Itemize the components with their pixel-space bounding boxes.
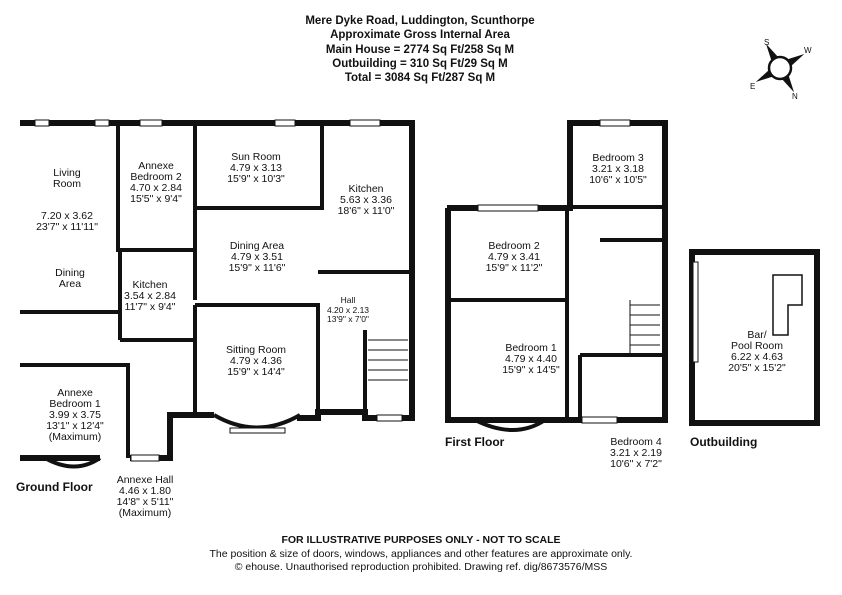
annexe-bedroom-bay [44, 456, 102, 469]
outbuilding-area: Outbuilding = 310 Sq Ft/29 Sq M [332, 57, 508, 70]
area-subtitle: Approximate Gross Internal Area [330, 29, 510, 42]
bar-counter [772, 274, 803, 336]
compass-icon: S W E N [748, 36, 812, 101]
compass-w: W [804, 46, 812, 55]
address-title: Mere Dyke Road, Luddington, Scunthorpe [305, 15, 535, 27]
room-bedroom-3: Bedroom 3 3.21 x 3.18 10'6" x 10'5" [589, 153, 647, 186]
room-annexe-bedroom-2: Annexe Bedroom 2 4.70 x 2.84 15'5" x 9'4… [130, 161, 182, 205]
room-name: Dining [55, 267, 85, 279]
room-imperial: 20'5" x 15'2" [728, 362, 786, 374]
outbuilding-wall [689, 249, 820, 426]
room-metric: 4.79 x 3.13 [230, 162, 282, 174]
room-bedroom-4: Bedroom 4 3.21 x 2.19 10'6" x 7'2" [610, 437, 662, 470]
room-hall: Hall 4.20 x 2.13 13'9" x 7'0" [326, 295, 370, 325]
room-imperial: 10'6" x 10'5" [589, 174, 647, 186]
room-metric: 3.99 x 3.75 [49, 409, 101, 421]
sitting-room-bay [212, 413, 302, 430]
plan-header: Mere Dyke Road, Luddington, Scunthorpe A… [220, 14, 620, 85]
room-metric: 6.22 x 4.63 [731, 351, 783, 363]
room-imperial: 15'9" x 14'5" [502, 364, 560, 376]
room-name: Room [52, 178, 81, 190]
first-floor-title: First Floor [445, 435, 505, 449]
room-imperial: 15'9" x 11'2" [485, 262, 543, 274]
room-metric: 4.46 x 1.80 [119, 485, 171, 497]
outbuilding-title: Outbuilding [690, 435, 758, 449]
room-annexe-bedroom-1: Annexe Bedroom 1 3.99 x 3.75 13'1" x 12'… [46, 388, 104, 443]
room-name: Kitchen [132, 279, 168, 291]
room-imperial: 13'9" x 7'0" [327, 314, 369, 324]
room-annexe-hall: Annexe Hall 4.46 x 1.80 14'8" x 5'11" (M… [117, 475, 174, 519]
room-imperial: 15'9" x 10'3" [227, 173, 285, 185]
room-name: Living [53, 167, 81, 179]
room-imperial: 15'9" x 14'4" [227, 366, 285, 378]
bedroom1-bay [474, 418, 547, 432]
room-sun-room: Sun Room 4.79 x 3.13 15'9" x 10'3" [227, 152, 285, 185]
room-bedroom-2: Bedroom 2 4.79 x 3.41 15'9" x 11'2" [486, 241, 543, 274]
room-name: Bedroom 2 [130, 171, 182, 183]
room-metric: 4.79 x 3.41 [488, 251, 540, 263]
room-imperial: 15'9" x 11'6" [228, 262, 286, 274]
disclaimer-detail: The position & size of doors, windows, a… [209, 548, 633, 560]
room-name: Bedroom 1 [505, 342, 557, 354]
room-dining-area-annexe: Dining Area [55, 268, 85, 290]
ground-floor-title: Ground Floor [16, 480, 93, 494]
room-imperial: 14'8" x 5'11" [116, 496, 174, 508]
room-imperial: 11'7" x 9'4" [124, 301, 176, 313]
room-imperial: 15'5" x 9'4" [130, 193, 182, 205]
room-kitchen-main: Kitchen 5.63 x 3.36 18'6" x 11'0" [338, 184, 395, 217]
room-name: Area [58, 278, 82, 290]
room-name: Hall [340, 295, 356, 305]
room-living-room: Living Room 7.20 x 3.62 23'7" x 11'11" [36, 168, 98, 233]
room-name: Sun Room [231, 151, 281, 163]
copyright: © ehouse. Unauthorised reproduction proh… [234, 561, 608, 573]
compass-s: S [764, 38, 770, 47]
room-bar-pool-room: Bar/ Pool Room 6.22 x 4.63 20'5" x 15'2" [728, 330, 786, 374]
room-name: Bedroom 3 [592, 152, 644, 164]
room-name: Annexe Hall [116, 474, 174, 486]
room-metric: 4.79 x 4.36 [230, 355, 282, 367]
room-imperial: 23'7" x 11'11" [36, 221, 98, 233]
first-floor-outer-wall [445, 120, 668, 423]
room-metric: 4.79 x 4.40 [505, 353, 557, 365]
room-name: Bedroom 1 [49, 398, 101, 410]
room-name: Kitchen [348, 183, 384, 195]
room-name: Annexe [138, 160, 174, 172]
room-dining-area: Dining Area 4.79 x 3.51 15'9" x 11'6" [229, 241, 286, 274]
room-metric: 3.54 x 2.84 [124, 290, 176, 302]
room-metric: 3.21 x 3.18 [592, 163, 644, 175]
first-floor-inner-walls [450, 205, 665, 420]
room-name: Bedroom 4 [610, 436, 662, 448]
room-metric: 4.70 x 2.84 [130, 182, 182, 194]
room-note: (Maximum) [118, 507, 172, 519]
main-house-area: Main House = 2774 Sq Ft/258 Sq M [325, 43, 515, 56]
room-imperial: 13'1" x 12'4" [46, 420, 104, 432]
room-kitchen-annexe: Kitchen 3.54 x 2.84 11'7" x 9'4" [124, 280, 176, 313]
disclaimer: FOR ILLUSTRATIVE PURPOSES ONLY - NOT TO … [281, 534, 561, 546]
total-area: Total = 3084 Sq Ft/287 Sq M [344, 72, 496, 85]
compass-n: N [792, 92, 798, 101]
room-name: Bar/ [747, 329, 767, 341]
room-name: Bedroom 2 [488, 240, 540, 252]
room-metric: 3.21 x 2.19 [610, 447, 662, 459]
room-metric: 4.79 x 3.51 [231, 251, 283, 263]
room-metric: 7.20 x 3.62 [41, 210, 93, 222]
compass-e: E [750, 82, 756, 91]
ground-floor-inner-walls [116, 123, 324, 300]
room-name: Sitting Room [225, 344, 287, 356]
room-metric: 4.20 x 2.13 [326, 304, 370, 315]
room-name: Annexe [57, 387, 93, 399]
room-name: Dining Area [229, 240, 285, 252]
room-metric: 5.63 x 3.36 [340, 194, 392, 206]
room-sitting-room: Sitting Room 4.79 x 4.36 15'9" x 14'4" [226, 345, 286, 378]
room-note: (Maximum) [48, 431, 102, 443]
room-imperial: 10'6" x 7'2" [610, 458, 662, 470]
room-name: Pool Room [731, 340, 783, 352]
room-imperial: 18'6" x 11'0" [337, 205, 395, 217]
room-bedroom-1: Bedroom 1 4.79 x 4.40 15'9" x 14'5" [502, 343, 560, 376]
